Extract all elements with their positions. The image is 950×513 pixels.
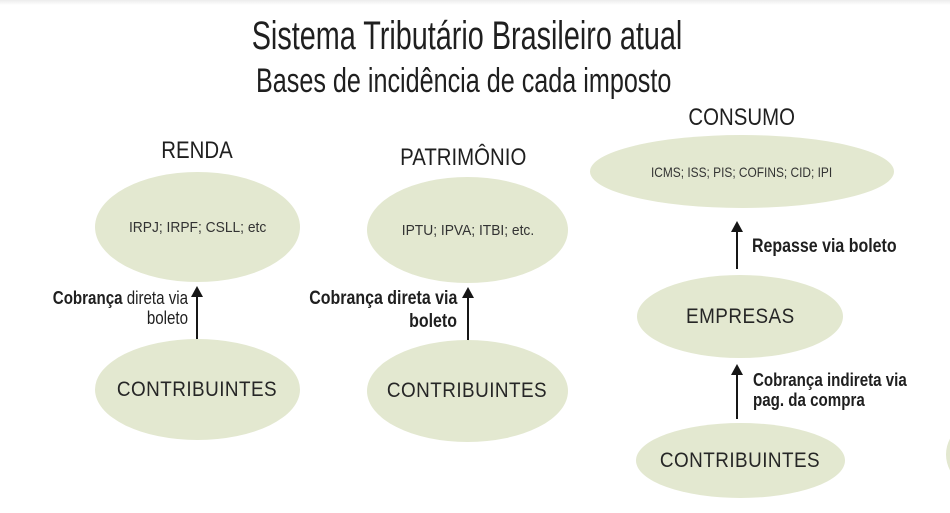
arrow-label-renda-bold: Cobrança — [52, 288, 123, 308]
arrow-shaft — [196, 297, 198, 344]
arrow-shaft — [467, 298, 469, 351]
renda-taxes-label: IRPJ; IRPF; CSLL; etc — [128, 218, 267, 236]
arrow-label-patrimonio-line2: boleto — [409, 311, 457, 332]
arrow-label-consumo-line2: pag. da compra — [753, 390, 865, 410]
arrow-label-repasse: Repasse via boleto — [752, 235, 924, 258]
ellipse-patrimonio-taxes: IPTU; IPVA; ITBI; etc. — [367, 177, 568, 283]
arrow-consumo-repasse-up — [730, 221, 744, 269]
column-header-consumo: CONSUMO — [688, 104, 796, 131]
ellipse-edge-partial — [946, 412, 950, 497]
arrow-shaft — [736, 375, 738, 419]
arrow-shaft — [736, 232, 738, 269]
patrimonio-taxes-label: IPTU; IPVA; ITBI; etc. — [401, 221, 534, 239]
arrow-consumo-cobranca-up — [730, 364, 744, 419]
arrow-patrimonio-up — [461, 287, 475, 351]
column-header-patrimonio: PATRIMÔNIO — [399, 144, 527, 171]
renda-payer-label: CONTRIBUINTES — [117, 377, 278, 401]
repasse-label-text: Repasse via boleto — [752, 236, 897, 257]
ellipse-empresas: EMPRESAS — [637, 275, 843, 358]
arrow-label-consumo: Cobrança indireta via pag. da compra — [753, 370, 936, 410]
consumo-payer-label: CONTRIBUINTES — [660, 448, 821, 472]
page-subtitle: Bases de incidência de cada imposto — [0, 64, 928, 98]
patrimonio-payer-label: CONTRIBUINTES — [387, 379, 548, 402]
empresas-label: EMPRESAS — [685, 304, 795, 328]
arrow-renda-up — [190, 286, 204, 344]
top-edge-divider — [0, 0, 950, 5]
arrow-label-renda: Cobrança direta via boleto — [27, 288, 188, 328]
ellipse-consumo-contribuintes: CONTRIBUINTES — [636, 423, 845, 498]
page-title: Sistema Tributário Brasileiro atual — [0, 16, 935, 56]
arrow-head-icon — [462, 287, 474, 298]
arrow-head-icon — [731, 364, 743, 375]
arrow-head-icon — [191, 286, 203, 297]
ellipse-renda-contribuintes: CONTRIBUINTES — [95, 339, 300, 440]
arrow-label-patrimonio: Cobrança direta via boleto — [281, 287, 457, 333]
page-title-text: Sistema Tributário Brasileiro atual — [252, 14, 683, 58]
page-subtitle-text: Bases de incidência de cada imposto — [256, 62, 672, 100]
arrow-label-consumo-line1: Cobrança indireta via — [753, 370, 907, 390]
column-header-renda: RENDA — [161, 137, 234, 164]
ellipse-patrimonio-contribuintes: CONTRIBUINTES — [367, 340, 568, 442]
arrow-label-renda-line2: boleto — [146, 308, 188, 328]
arrow-head-icon — [731, 221, 743, 232]
ellipse-consumo-taxes: ICMS; ISS; PIS; COFINS; CID; IPI — [590, 135, 894, 208]
arrow-label-renda-rest: direta via — [122, 288, 188, 308]
ellipse-renda-taxes: IRPJ; IRPF; CSLL; etc — [95, 172, 300, 282]
arrow-label-patrimonio-line1: Cobrança direta via — [308, 288, 457, 309]
consumo-taxes-label: ICMS; ISS; PIS; COFINS; CID; IPI — [651, 163, 833, 180]
